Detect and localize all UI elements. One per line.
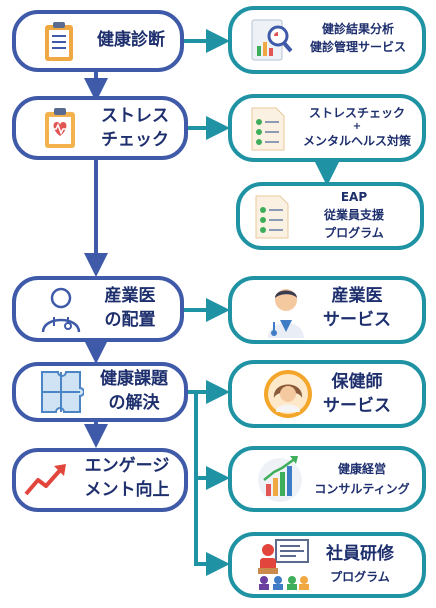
- doctor-icon: [268, 289, 304, 338]
- label-doctor-service-2: サービス: [323, 310, 391, 330]
- label-health-issue-2: の解決: [108, 393, 160, 413]
- seminar-icon: [258, 539, 309, 590]
- box-nurse-service: [228, 360, 426, 428]
- label-stress-check-2: チェック: [101, 130, 169, 150]
- label-health-issue-1: 健康課題: [100, 369, 168, 389]
- label-training-1: 社員研修: [326, 544, 394, 564]
- label-eap-2: 従業員支援: [323, 208, 384, 222]
- label-eap-3: プログラム: [324, 226, 384, 240]
- doctor-outline-icon: [41, 287, 81, 333]
- label-consulting-1: 健康経営: [337, 462, 386, 476]
- label-stress-check-1: ストレス: [101, 106, 169, 126]
- clipboard-icon: [45, 22, 73, 61]
- label-consulting-2: コンサルティング: [314, 482, 410, 496]
- label-engagement-2: メント向上: [84, 480, 170, 500]
- label-industrial-doctor-1: 産業医: [104, 286, 156, 306]
- label-checkup-analysis-1: 健診結果分析: [321, 22, 394, 36]
- report-magnifier-icon: [251, 19, 293, 61]
- label-stress-mental-1: ストレスチェック: [308, 106, 405, 120]
- label-doctor-service-1: 産業医: [331, 286, 383, 306]
- label-health-check: 健康診断: [97, 30, 165, 50]
- box-checkup-analysis: [228, 6, 426, 74]
- clipboard-heart-icon: [45, 108, 75, 148]
- checklist-icon: [255, 195, 289, 239]
- trend-up-icon: [24, 464, 66, 496]
- box-industrial-doctor: [12, 276, 184, 342]
- box-health-check: [12, 10, 184, 72]
- puzzle-icon: [41, 371, 84, 413]
- nurse-avatar-icon: [264, 370, 312, 418]
- checklist-icon: [251, 107, 285, 151]
- label-training-2: プログラム: [330, 570, 390, 584]
- label-checkup-analysis-2: 健診管理サービス: [309, 40, 406, 54]
- box-stress-check: [12, 96, 188, 160]
- label-nurse-service-1: 保健師: [331, 372, 383, 392]
- label-stress-mental-plus: +: [352, 121, 362, 132]
- label-stress-mental-2: メンタルヘルス対策: [302, 134, 411, 148]
- box-doctor-service: [228, 276, 426, 344]
- label-industrial-doctor-2: の配置: [104, 310, 156, 330]
- label-engagement-1: エンゲージ: [84, 456, 170, 476]
- label-eap-1: EAP: [340, 190, 368, 204]
- label-nurse-service-2: サービス: [323, 396, 391, 416]
- bar-chart-growth-icon: [258, 456, 302, 502]
